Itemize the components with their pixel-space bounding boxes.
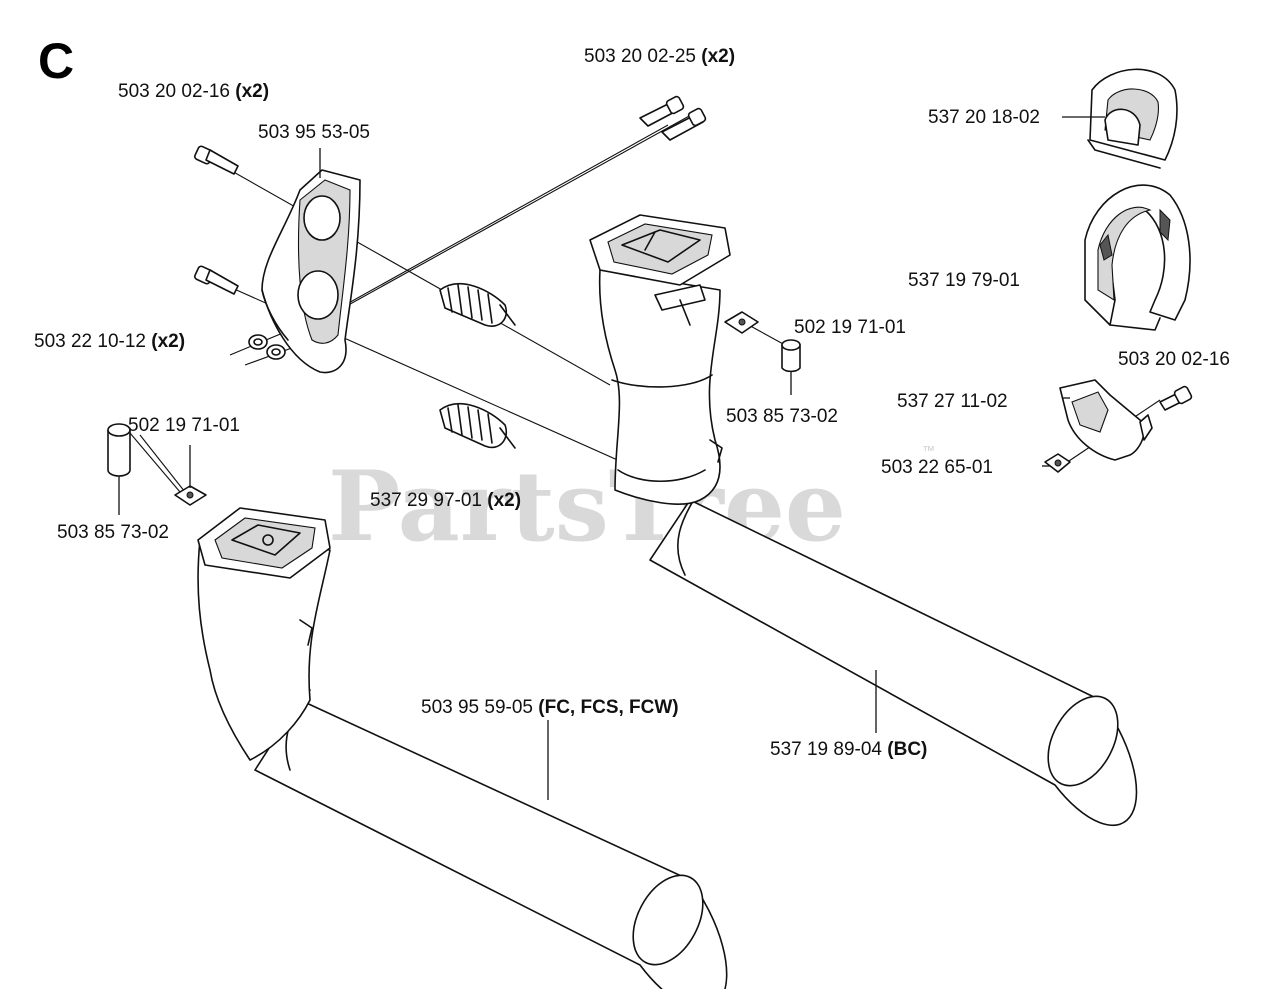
- label-clip-body: 537 19 79-01: [908, 270, 1020, 291]
- bracket-part: [261, 169, 361, 374]
- clip-small-part: [1059, 379, 1153, 461]
- bolt-top-part: [639, 95, 707, 141]
- label-bolt-right: 503 20 02-16: [1118, 349, 1230, 370]
- nut-left-part: [174, 485, 207, 506]
- nut-right-upper-part: [724, 311, 759, 334]
- label-spring: 537 29 97-01 (x2): [370, 490, 521, 511]
- label-handle-fc: 503 95 59-05 (FC, FCS, FCW): [421, 697, 679, 718]
- watermark-tm: ™: [922, 443, 935, 458]
- washer-part: [248, 334, 286, 360]
- spacer-right-part: [781, 339, 801, 373]
- label-clip-small: 537 27 11-02: [897, 391, 1008, 412]
- label-spacer-left: 503 85 73-02: [57, 522, 169, 543]
- spring-lower-part: [439, 403, 516, 449]
- handle-bc-part: [589, 214, 1138, 827]
- label-handle-bc: 537 19 89-04 (BC): [770, 739, 927, 760]
- section-letter: C: [38, 33, 74, 89]
- handle-fc-part: [197, 507, 728, 989]
- label-washer: 503 22 10-12 (x2): [34, 331, 185, 352]
- label-bracket: 503 95 53-05: [258, 122, 370, 143]
- bolt-right-part: [1159, 385, 1193, 411]
- label-spacer-right: 503 85 73-02: [726, 406, 838, 427]
- label-nut-small: 503 22 65-01: [881, 457, 993, 478]
- bolt-left-part: [193, 145, 239, 295]
- nut-small-part: [1044, 453, 1071, 473]
- spacer-left-part: [107, 423, 131, 477]
- clip-top-part: [1087, 68, 1178, 169]
- label-bolt-left: 503 20 02-16 (x2): [118, 81, 269, 102]
- leader-lines: [118, 116, 1105, 800]
- spring-upper-part: [439, 283, 516, 327]
- label-nut-right-upper: 502 19 71-01: [794, 317, 906, 338]
- label-clip-top: 537 20 18-02: [928, 107, 1040, 128]
- label-nut-left: 502 19 71-01: [128, 415, 240, 436]
- clip-body-part: [1084, 184, 1191, 331]
- label-bolt-top: 503 20 02-25 (x2): [584, 46, 735, 67]
